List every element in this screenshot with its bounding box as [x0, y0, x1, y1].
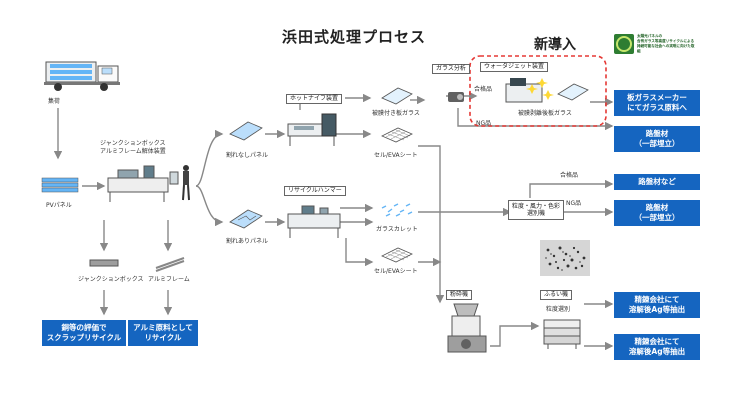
ng-item-label: NG品 — [476, 120, 492, 127]
glass-cullet-label: ガラスカレット — [376, 226, 418, 233]
disassembly-machine-icon — [104, 162, 196, 204]
project-logo: 太陽光パネルの 含有ガラス等高度リサイクルによる 持続可能な社会への実現に向けた… — [614, 28, 698, 60]
output-road3-text-2: （一部埋立） — [634, 213, 680, 222]
output-al-text-1: アルミ原料として — [133, 323, 193, 332]
recycle-hammer-machine-icon — [286, 204, 342, 240]
cell-eva-sheet-icon-2 — [380, 246, 414, 264]
pass-item-label-2: 合格品 — [560, 172, 579, 179]
no-crack-panel-icon — [226, 120, 264, 142]
water-jet-machine-icon — [496, 74, 590, 106]
output-road-material-3: 路盤材 （一部埋立） — [614, 200, 700, 226]
logo-mark-icon — [614, 34, 634, 54]
junction-box-label: ジャンクションボックス — [78, 276, 144, 283]
peeled-glass-label: 被膜付き板ガラス — [372, 110, 420, 117]
diagram-title: 浜田式処理プロセス — [282, 28, 427, 46]
output-smelter-2: 精錬会社にて 溶解後Ag等抽出 — [614, 334, 700, 360]
sorter-label-1: 粒度・風力・色彩 — [512, 203, 561, 210]
crusher-label: 粉砕機 — [446, 290, 473, 300]
junction-box-icon — [86, 258, 122, 270]
collect-label: 集荷 — [48, 98, 61, 105]
al-frame-label: アルミフレーム — [148, 276, 190, 283]
no-crack-panel-label: 割れなしパネル — [226, 152, 269, 159]
output-plate-glass: 板ガラスメーカー にてガラス原料へ — [614, 90, 700, 116]
output-road1-text-1: 路盤材 — [645, 129, 669, 138]
sieve-label: ふるい機 — [540, 290, 573, 300]
logo-text-1: 太陽光パネルの — [636, 34, 663, 38]
output-smelter2-text-2: 溶解後Ag等抽出 — [628, 347, 686, 356]
output-plate-glass-text-2: にてガラス原料へ — [627, 103, 687, 112]
new-introduction-badge: 新導入 — [534, 37, 576, 53]
pv-panel-label: PVパネル — [46, 202, 72, 209]
cracked-panel-icon — [226, 208, 264, 230]
output-plate-glass-text-1: 板ガラスメーカー — [627, 93, 687, 102]
output-copper-scrap: 銅等の評価で スクラップリサイクル — [42, 320, 126, 346]
crusher-machine-icon — [444, 300, 492, 358]
analyzer-icon — [446, 88, 466, 106]
output-road2-text: 路盤材など — [638, 177, 676, 186]
sieve-machine-icon — [540, 316, 586, 350]
output-road-material-1: 路盤材 （一部埋立） — [614, 126, 700, 152]
peeled-glass-icon — [378, 86, 414, 106]
glass-analysis-label: ガラス分析 — [432, 64, 470, 74]
output-aluminum-recycle: アルミ原料として リサイクル — [128, 320, 198, 346]
grain-sort-label: 粒度選別 — [546, 306, 571, 313]
logo-text-3: 持続可能な社会への実現に向けた取組 — [636, 44, 695, 53]
output-copper-text-2: スクラップリサイクル — [46, 333, 122, 342]
sorter-label-2: 選別機 — [527, 210, 546, 217]
output-smelter1-text-2: 溶解後Ag等抽出 — [628, 305, 686, 314]
output-road3-text-1: 路盤材 — [645, 203, 669, 212]
output-road-material-2: 路盤材など — [614, 174, 700, 190]
hot-knife-machine-icon — [286, 112, 342, 148]
output-smelter-1: 精錬会社にて 溶解後Ag等抽出 — [614, 292, 700, 318]
pv-panel-stack-icon — [40, 176, 80, 196]
glass-cullet-icon — [378, 200, 416, 220]
cell-eva-sheet-icon-1 — [380, 126, 414, 144]
cullet-photo — [540, 240, 590, 276]
truck-icon — [44, 56, 130, 94]
jb-al-device-label-2: アルミフレーム解体装置 — [100, 148, 166, 155]
pass-item-label: 合格品 — [474, 86, 493, 93]
coat-removed-glass-label: 被膜剥離後板ガラス — [518, 110, 572, 117]
logo-text-2: 含有ガラス等高度リサイクルによる — [636, 39, 695, 43]
recycle-hammer-label: リサイクルハンマー — [284, 186, 346, 196]
output-smelter2-text-1: 精錬会社にて — [634, 337, 680, 346]
jb-al-device-label-1: ジャンクションボックス — [100, 140, 166, 147]
ng-item-label-2: NG品 — [566, 200, 582, 207]
output-copper-text-1: 銅等の評価で — [61, 323, 107, 332]
output-smelter1-text-1: 精錬会社にて — [634, 295, 680, 304]
cracked-panel-label: 割れありパネル — [226, 238, 269, 245]
cell-eva-label-1: セル/EVAシート — [374, 152, 418, 159]
output-al-text-2: リサイクル — [144, 333, 182, 342]
water-jet-label: ウォータジェット装置 — [480, 62, 549, 72]
output-road1-text-2: （一部埋立） — [634, 139, 680, 148]
sorter-label: 粒度・風力・色彩 選別機 — [508, 200, 565, 220]
hot-knife-label: ホットナイフ装置 — [286, 94, 343, 104]
cell-eva-label-2: セル/EVAシート — [374, 268, 418, 275]
al-frame-icon — [152, 254, 188, 272]
